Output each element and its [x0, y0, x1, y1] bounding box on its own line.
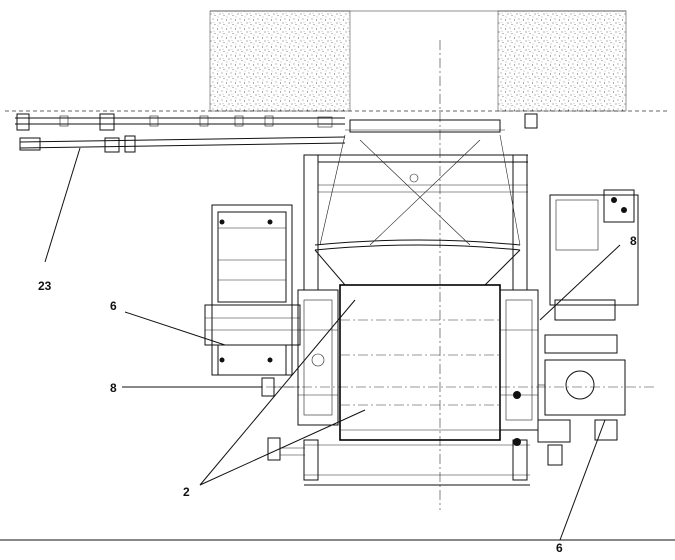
label-23: 23	[38, 279, 52, 293]
label-2: 2	[183, 485, 190, 499]
part-labels: 23 6 8 2 8 6	[38, 234, 637, 555]
guide-rail	[15, 113, 538, 153]
roller-drum	[339, 284, 501, 441]
label-6-bottom: 6	[556, 541, 563, 555]
left-chain-drive	[261, 377, 305, 461]
label-6-left: 6	[110, 299, 117, 313]
label-8-left: 8	[110, 381, 117, 395]
concrete-foundation	[209, 10, 627, 112]
label-8-right: 8	[630, 234, 637, 248]
left-sprocket	[297, 289, 339, 426]
feed-hopper	[314, 134, 528, 286]
right-sprocket	[499, 289, 539, 446]
left-motor	[204, 204, 301, 376]
right-gearbox	[537, 189, 639, 466]
leader-lines	[44, 147, 621, 541]
reference-lines	[0, 40, 675, 541]
